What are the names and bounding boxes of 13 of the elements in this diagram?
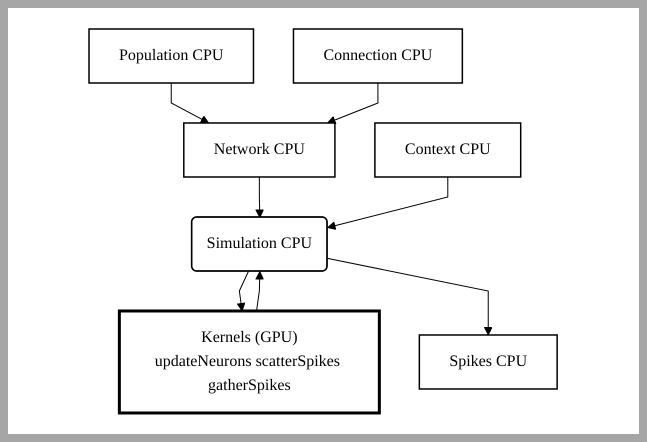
arrow	[237, 271, 250, 312]
node-box: Spikes CPU	[419, 334, 558, 390]
arrow	[171, 82, 210, 124]
node-box: Kernels (GPU) updateNeurons scatterSpikes gatherSpikes	[118, 310, 382, 414]
arrow	[256, 176, 264, 218]
arrow	[327, 258, 494, 336]
arrow	[328, 176, 449, 230]
arrow	[327, 82, 379, 124]
node-box: Population CPU	[88, 28, 255, 84]
node-box: Connection CPU	[293, 28, 464, 84]
node-box: Network CPU	[183, 122, 336, 178]
node-box: Context CPU	[374, 122, 522, 178]
arrow	[256, 271, 264, 312]
